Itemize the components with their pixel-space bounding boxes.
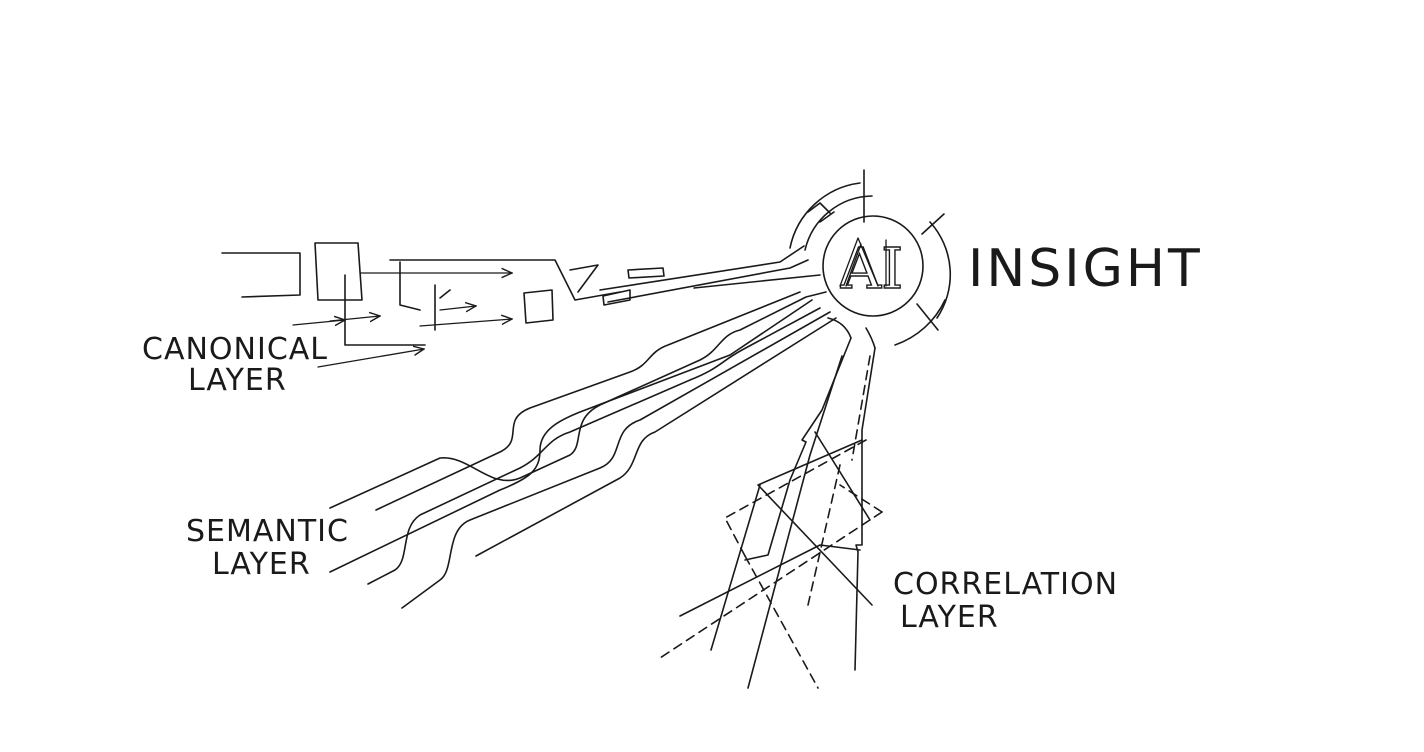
- hub-rings: [789, 169, 952, 349]
- semantic-layer: SEMANTIC LAYER: [186, 291, 837, 609]
- correlation-label-line2: LAYER: [900, 600, 999, 635]
- insight-label: INSIGHT: [968, 239, 1203, 299]
- semantic-label-line1: SEMANTIC: [186, 514, 349, 549]
- hub-logo: AI: [839, 236, 904, 302]
- semantic-label-line2: LAYER: [212, 547, 311, 582]
- canonical-label-line2: LAYER: [188, 363, 287, 398]
- correlation-label-line1: CORRELATION: [893, 567, 1118, 602]
- correlation-lines: [659, 337, 883, 689]
- canonical-label-line1: CANONICAL: [142, 332, 328, 367]
- correlation-layer: CORRELATION LAYER: [659, 337, 1118, 689]
- semantic-flow-lines: [329, 291, 837, 609]
- canonical-feed-lines: [599, 245, 821, 303]
- canonical-layer: CANONICAL LAYER: [142, 242, 821, 398]
- canonical-blocks: [221, 242, 665, 346]
- canonical-arrows: [292, 273, 512, 368]
- hub: AI INSIGHT: [789, 169, 1203, 349]
